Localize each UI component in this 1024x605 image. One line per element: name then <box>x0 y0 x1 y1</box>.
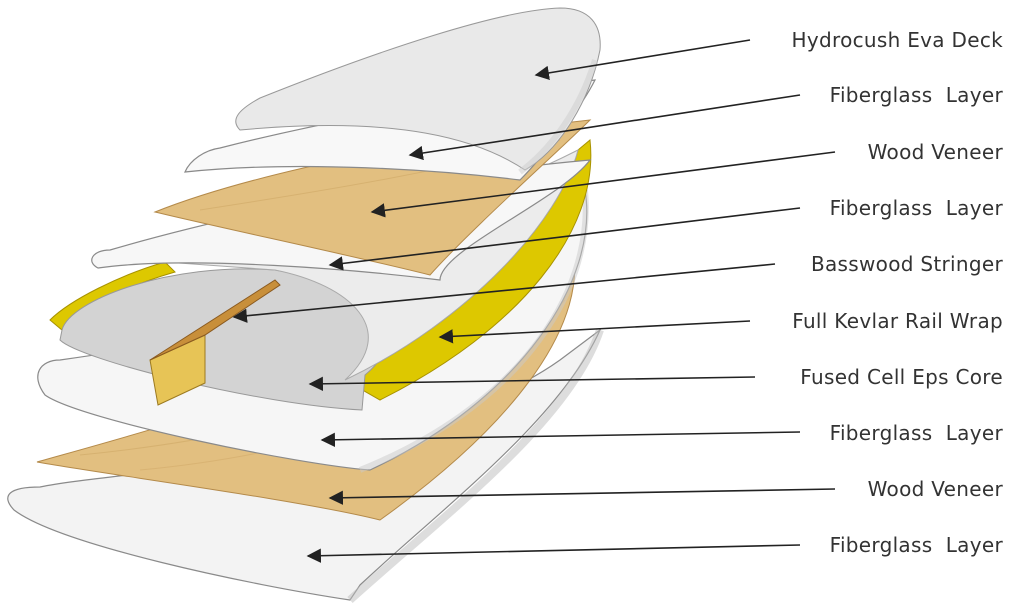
leader-kevlar <box>438 320 751 344</box>
label-wood-veneer-2: Wood Veneer <box>868 477 1004 501</box>
layer-basswood-stringer <box>149 279 281 406</box>
label-fiberglass-layer-2: Fiberglass Layer <box>830 196 1004 220</box>
label-fused-cell-eps-core: Fused Cell Eps Core <box>800 365 1003 389</box>
leader-fg2 <box>328 207 801 271</box>
leader-fg1 <box>408 94 801 161</box>
leader-deck <box>534 39 751 81</box>
leader-fg3 <box>320 431 801 447</box>
leader-core <box>308 376 756 391</box>
leader-fg4 <box>306 544 801 563</box>
label-basswood-stringer: Basswood Stringer <box>811 252 1003 276</box>
leader-wood1 <box>370 151 836 218</box>
label-full-kevlar-rail-wrap: Full Kevlar Rail Wrap <box>792 309 1003 333</box>
layer-labels: Hydrocush Eva Deck Fiberglass Layer Wood… <box>792 28 1004 557</box>
label-wood-veneer-1: Wood Veneer <box>868 140 1004 164</box>
layer-eva-deck <box>235 7 601 175</box>
leader-wood2 <box>328 488 836 505</box>
leader-stringer <box>232 263 776 323</box>
label-fiberglass-layer-4: Fiberglass Layer <box>830 533 1004 557</box>
leader-lines <box>232 39 836 563</box>
label-fiberglass-layer-1: Fiberglass Layer <box>830 83 1004 107</box>
label-hydrocush-eva-deck: Hydrocush Eva Deck <box>792 28 1004 52</box>
label-fiberglass-layer-3: Fiberglass Layer <box>830 421 1004 445</box>
